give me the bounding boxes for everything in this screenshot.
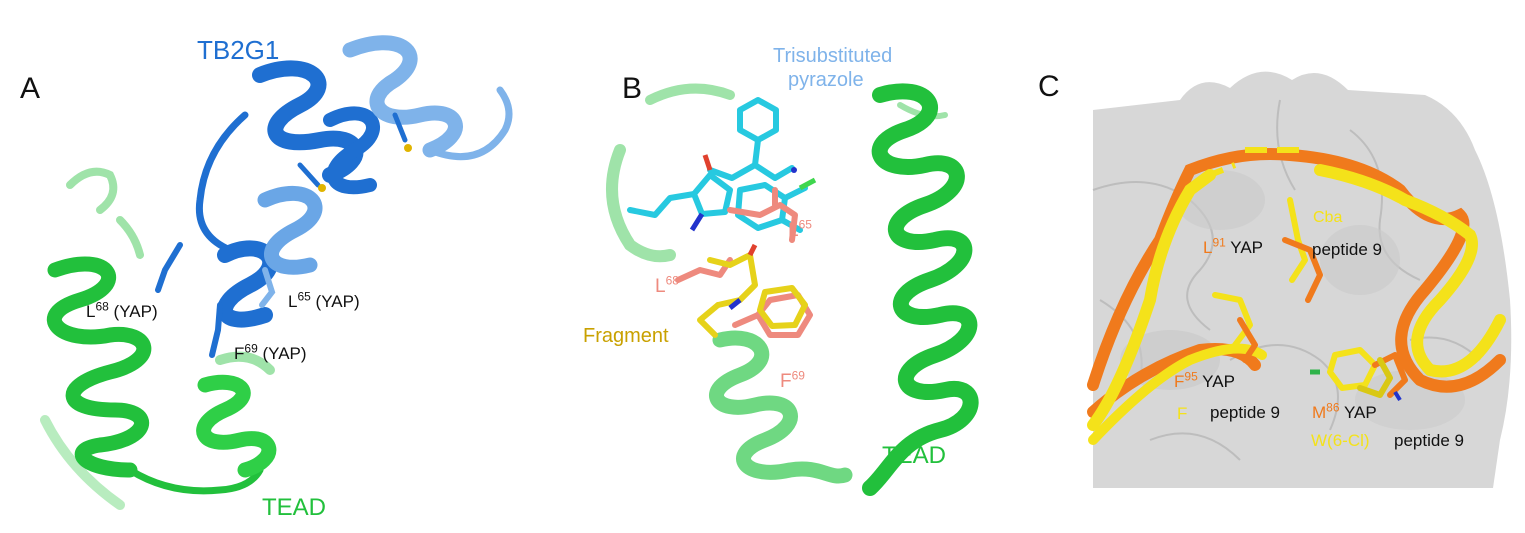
trisubstituted-pyrazole-label: Trisubstituted pyrazole: [773, 45, 893, 91]
fragment-label: Fragment: [583, 325, 669, 347]
f-label: F: [1177, 404, 1188, 423]
tead-label-a: TEAD: [262, 494, 327, 521]
panel-a-structure-graphic: [40, 35, 513, 510]
residue-label-b-l65: L65: [788, 217, 812, 241]
panel-c-structure-graphic: [1087, 71, 1512, 488]
panel-a-letter: A: [20, 72, 41, 105]
panel-b-letter: B: [622, 72, 643, 105]
residue-label-l68: L68 (YAP): [86, 299, 158, 321]
panel-c-letter: C: [1038, 70, 1060, 103]
panel-b: B Trisubstituted pyrazole L65 L68 Fragme…: [560, 0, 1010, 533]
w6cl-label: W(6-Cl): [1311, 431, 1370, 450]
m86-yap-label: M86 YAP: [1312, 400, 1377, 422]
f95-yap-label: F95 YAP: [1174, 369, 1235, 391]
peptide9-label-c: peptide 9: [1394, 431, 1464, 450]
peptide9-label-b: peptide 9: [1210, 403, 1280, 422]
tead-label-b: TEAD: [882, 442, 947, 469]
peptide9-label-a: peptide 9: [1312, 240, 1382, 259]
panel-a: A TB2G1 L68 (YAP) L65 (YAP) F69 (YAP) TE…: [0, 0, 520, 533]
tb2g1-label: TB2G1: [197, 35, 280, 65]
residue-label-f69: F69 (YAP): [234, 341, 307, 363]
cba-label: Cba: [1313, 209, 1343, 226]
l91-yap-label: L91 YAP: [1203, 235, 1263, 257]
residue-label-b-f69: F69: [780, 368, 805, 392]
panel-c: C Cba L91 YAP peptide 9 F95 YAP F peptid…: [1030, 0, 1525, 533]
residue-label-l65: L65 (YAP): [288, 289, 360, 311]
residue-label-b-l68: L68: [655, 273, 679, 297]
panel-b-structure-graphic: [606, 83, 979, 496]
